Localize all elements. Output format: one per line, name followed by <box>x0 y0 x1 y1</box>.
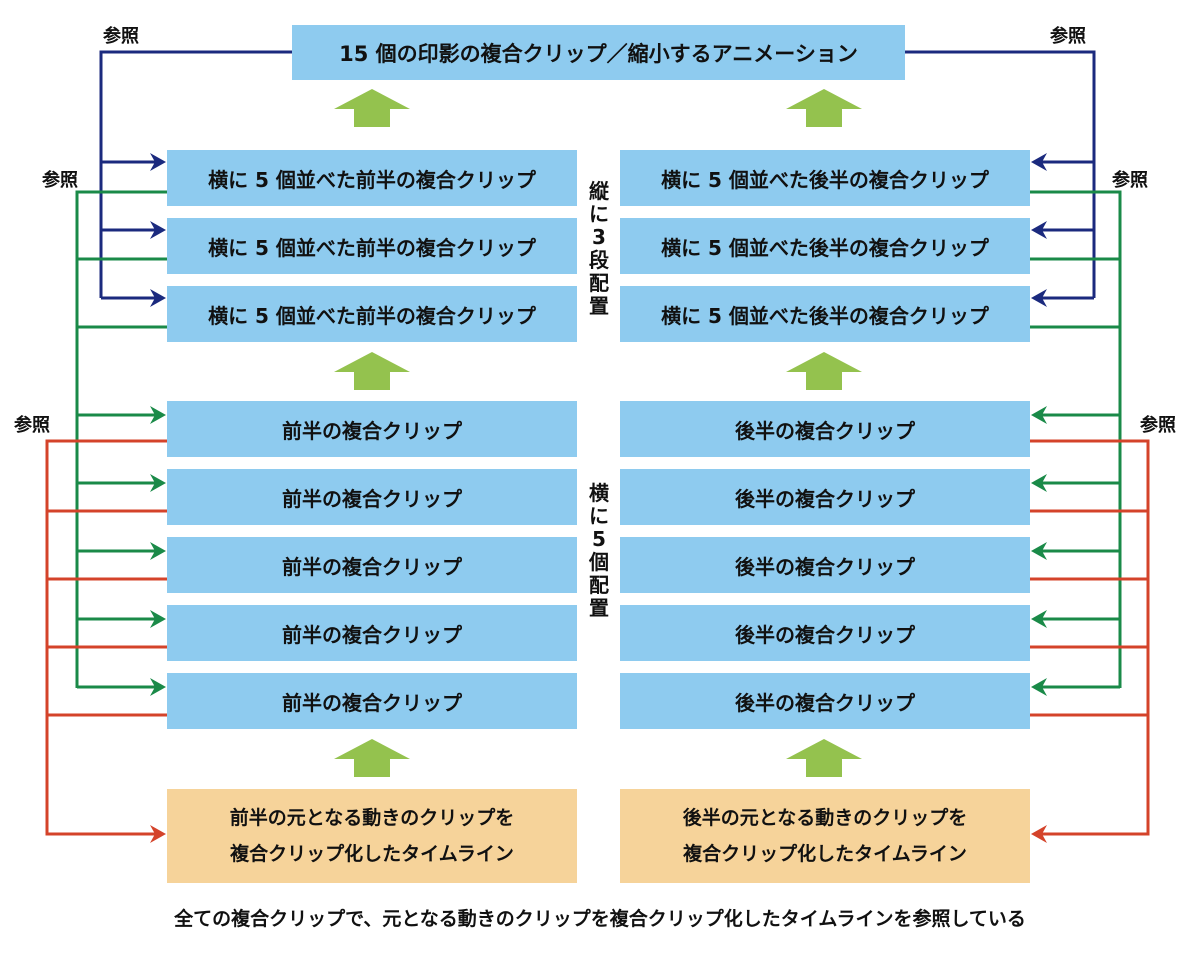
base-right-line-2: 複合クリップ化したタイムライン <box>683 843 967 865</box>
navy-arrowhead <box>1031 289 1047 307</box>
mid-right-box-3: 横に 5 個並べた後半の複合クリップ <box>620 286 1030 342</box>
mid-right-box-1: 横に 5 個並べた後半の複合クリップ <box>620 150 1030 206</box>
flow-up-arrow <box>786 352 862 390</box>
low-right-label: 後半の複合クリップ <box>735 418 915 443</box>
low-left-box-1: 前半の複合クリップ <box>167 401 577 457</box>
navy-trunk-right <box>905 50 1096 298</box>
mid-left-label: 横に 5 個並べた前半の複合クリップ <box>208 235 536 260</box>
base-left-line-2: 複合クリップ化したタイムライン <box>230 843 514 865</box>
base-left-line-1: 前半の元となる動きのクリップを <box>229 807 515 829</box>
low-left-label: 前半の複合クリップ <box>282 418 462 443</box>
footer-caption: 全ての複合クリップで、元となる動きのクリップを複合クリップ化したタイムラインを参… <box>174 908 1026 930</box>
green-arrowhead <box>150 610 166 628</box>
green-arrowhead <box>1031 678 1047 696</box>
low-right-box-5: 後半の複合クリップ <box>620 673 1030 729</box>
mid-right-label: 横に 5 個並べた後半の複合クリップ <box>661 167 989 192</box>
flow-up-arrow <box>334 352 410 390</box>
low-left-box-4: 前半の複合クリップ <box>167 605 577 661</box>
navy-arrowhead <box>150 153 166 171</box>
green-arrowhead <box>150 474 166 492</box>
navy-arrowhead <box>1031 153 1047 171</box>
mid-right-label: 横に 5 個並べた後半の複合クリップ <box>661 235 989 260</box>
mid-left-box-3: 横に 5 個並べた前半の複合クリップ <box>167 286 577 342</box>
navy-arrowhead <box>150 289 166 307</box>
low-right-box-3: 後半の複合クリップ <box>620 537 1030 593</box>
red-arrowhead <box>150 825 166 843</box>
flow-up-arrow <box>786 739 862 777</box>
low-left-label: 前半の複合クリップ <box>282 486 462 511</box>
mid-right-box-2: 横に 5 個並べた後半の複合クリップ <box>620 218 1030 274</box>
low-left-label: 前半の複合クリップ <box>282 690 462 715</box>
top-composite-label: 15 個の印影の複合クリップ／縮小するアニメーション <box>339 41 858 66</box>
low-right-box-2: 後半の複合クリップ <box>620 469 1030 525</box>
navy-arrowhead <box>1031 221 1047 239</box>
green-arrowhead <box>1031 474 1047 492</box>
red-arrowhead <box>1031 825 1047 843</box>
red-trunk-left <box>45 439 167 836</box>
green-trunk-right <box>1030 190 1122 688</box>
mid-right-label: 横に 5 個並べた後半の複合クリップ <box>661 303 989 328</box>
flow-up-arrow <box>334 89 410 127</box>
low-right-label: 後半の複合クリップ <box>735 622 915 647</box>
green-trunk-left <box>75 190 167 688</box>
green-arrowhead <box>1031 542 1047 560</box>
green-arrowhead <box>150 542 166 560</box>
mid-left-label: 横に 5 個並べた前半の複合クリップ <box>208 303 536 328</box>
vertical-label-row-5: 横に5個配置 <box>589 481 609 620</box>
mid-left-box-2: 横に 5 個並べた前半の複合クリップ <box>167 218 577 274</box>
low-left-box-3: 前半の複合クリップ <box>167 537 577 593</box>
base-right-box: 後半の元となる動きのクリップを 複合クリップ化したタイムライン <box>620 789 1030 883</box>
low-left-box-5: 前半の複合クリップ <box>167 673 577 729</box>
ref-label-mid-right: 参照 <box>1112 170 1148 191</box>
vertical-label-stack-3: 縦に3段配置 <box>589 179 609 318</box>
ref-label-mid-left: 参照 <box>42 170 78 191</box>
ref-label-top-left: 参照 <box>103 26 139 47</box>
mid-left-label: 横に 5 個並べた前半の複合クリップ <box>208 167 536 192</box>
green-arrowhead <box>150 406 166 424</box>
green-arrowhead <box>150 678 166 696</box>
flow-up-arrow <box>334 739 410 777</box>
low-right-label: 後半の複合クリップ <box>735 690 915 715</box>
green-arrowhead <box>1031 610 1047 628</box>
low-left-box-2: 前半の複合クリップ <box>167 469 577 525</box>
top-composite-box: 15 個の印影の複合クリップ／縮小するアニメーション <box>292 25 905 80</box>
low-right-label: 後半の複合クリップ <box>735 554 915 579</box>
base-left-box: 前半の元となる動きのクリップを 複合クリップ化したタイムライン <box>167 789 577 883</box>
mid-left-box-1: 横に 5 個並べた前半の複合クリップ <box>167 150 577 206</box>
navy-arrowhead <box>150 221 166 239</box>
low-right-box-1: 後半の複合クリップ <box>620 401 1030 457</box>
ref-label-top-right: 参照 <box>1050 26 1086 47</box>
low-right-box-4: 後半の複合クリップ <box>620 605 1030 661</box>
ref-label-low-right: 参照 <box>1140 415 1176 436</box>
red-trunk-right <box>1030 439 1150 836</box>
low-left-label: 前半の複合クリップ <box>282 622 462 647</box>
base-right-line-1: 後半の元となる動きのクリップを <box>682 807 968 829</box>
low-left-label: 前半の複合クリップ <box>282 554 462 579</box>
flow-up-arrow <box>786 89 862 127</box>
green-arrowhead <box>1031 406 1047 424</box>
navy-trunk-left <box>99 50 292 298</box>
low-right-label: 後半の複合クリップ <box>735 486 915 511</box>
ref-label-low-left: 参照 <box>14 415 50 436</box>
